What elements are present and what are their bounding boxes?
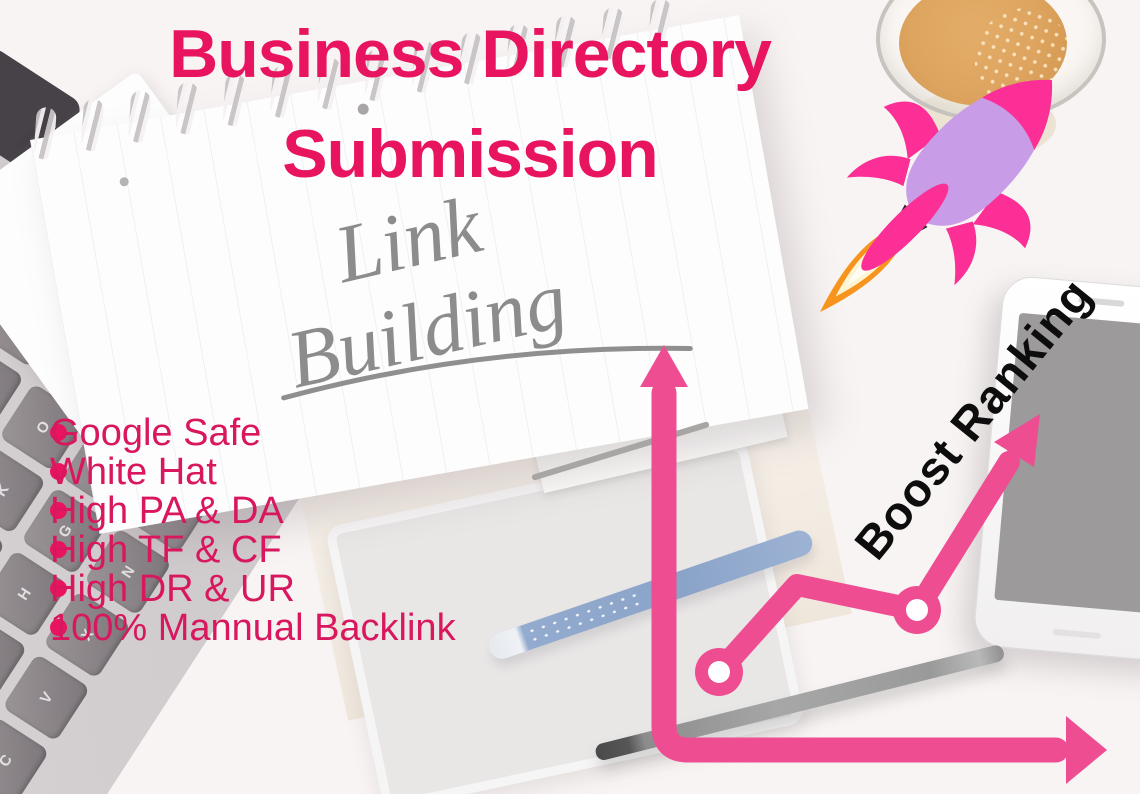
list-item: High TF & CF bbox=[40, 531, 282, 569]
list-item: White Hat bbox=[40, 453, 217, 491]
feature-label: 100% Mannual Backlink bbox=[50, 606, 456, 649]
bullet-dot bbox=[50, 619, 67, 636]
feature-label: High PA & DA bbox=[50, 489, 284, 532]
list-item: 100% Mannual Backlink bbox=[40, 609, 456, 647]
page-title: Business Directory Submission bbox=[60, 4, 880, 204]
feature-label: High DR & UR bbox=[50, 567, 295, 610]
bullet-dot bbox=[50, 580, 67, 597]
title-line-1: Business Directory bbox=[169, 16, 772, 92]
phone-home-button bbox=[1052, 628, 1101, 640]
x-axis-arrow bbox=[1066, 716, 1107, 784]
spiral-notepad: Link Building bbox=[30, 0, 809, 534]
feature-label: High TF & CF bbox=[50, 528, 282, 571]
bullet-dot bbox=[50, 463, 67, 480]
list-item: High DR & UR bbox=[40, 570, 295, 608]
handwriting-underline bbox=[281, 345, 693, 401]
bullet-dot bbox=[50, 424, 67, 441]
title-line-2: Submission bbox=[282, 116, 658, 192]
bullet-dot bbox=[50, 502, 67, 519]
bullet-dot bbox=[50, 541, 67, 558]
feature-list: Google Safe White Hat High PA & DA High … bbox=[40, 414, 456, 658]
feature-label: White Hat bbox=[50, 450, 217, 493]
list-item: High PA & DA bbox=[40, 492, 284, 530]
feature-label: Google Safe bbox=[50, 411, 262, 454]
list-item: Google Safe bbox=[40, 414, 261, 452]
